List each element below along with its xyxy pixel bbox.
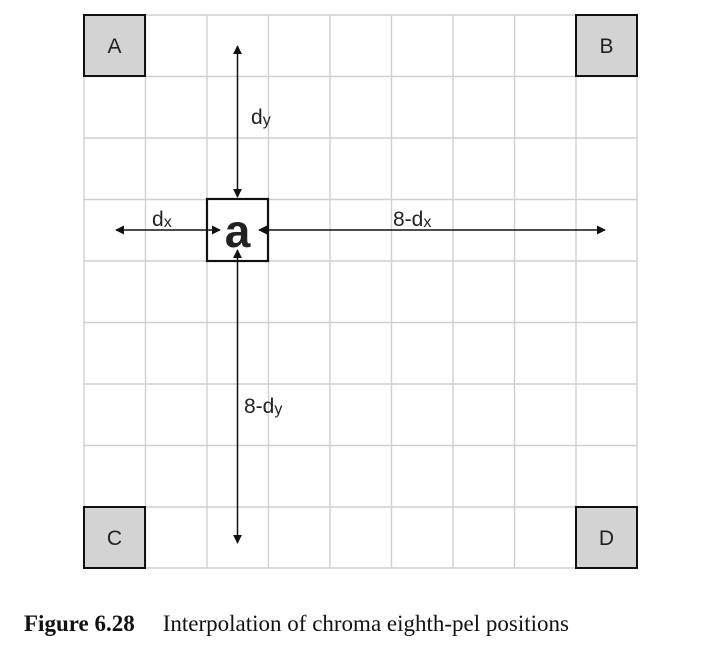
corner-label-c: C	[107, 527, 122, 550]
label-dy: dy	[251, 106, 271, 129]
corner-label-a: A	[107, 35, 121, 58]
label-8-minus-dx: 8-dx	[393, 208, 431, 231]
corner-box-c	[83, 506, 146, 569]
corner-label-d: D	[599, 527, 614, 550]
interpolated-sample-label: a	[225, 205, 251, 257]
figure-caption: Figure 6.28 Interpolation of chroma eight…	[24, 611, 569, 637]
corner-box-a	[83, 14, 146, 77]
distance-arrows	[115, 45, 606, 544]
corner-box-d	[575, 506, 638, 569]
label-dx: dx	[152, 208, 172, 231]
figure-number: Figure 6.28	[24, 611, 135, 636]
label-8-minus-dy: 8-dy	[244, 395, 282, 418]
pixel-grid	[83, 14, 638, 569]
corner-box-b	[575, 14, 638, 77]
corner-label-b: B	[599, 35, 613, 58]
caption-text: Interpolation of chroma eighth-pel posit…	[162, 611, 569, 636]
interpolation-diagram: A B C D a dy dx 8-dx 8-dy	[83, 14, 638, 569]
